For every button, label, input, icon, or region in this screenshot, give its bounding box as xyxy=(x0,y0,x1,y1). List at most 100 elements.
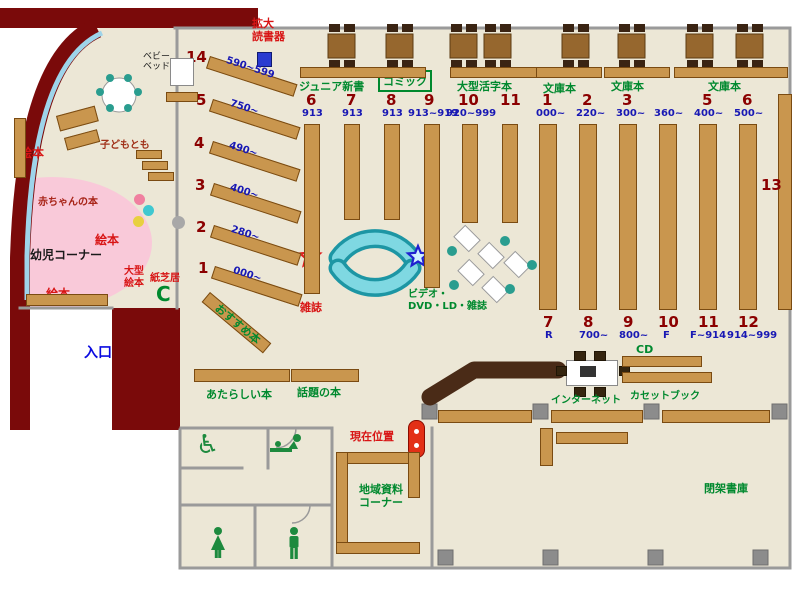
pouf xyxy=(172,216,185,229)
reading-table-group xyxy=(483,24,512,68)
women-restroom-icon xyxy=(211,527,225,558)
stack-code: R xyxy=(545,330,553,341)
display-step xyxy=(148,172,174,181)
bookshelf xyxy=(408,452,420,498)
bookshelf xyxy=(622,356,702,367)
chair xyxy=(574,387,586,397)
current-location-label: 現在位置 xyxy=(350,430,394,443)
bookshelf xyxy=(344,124,360,220)
chair xyxy=(594,387,606,397)
stack-code: 700~ xyxy=(579,330,609,341)
picture-books-label: 絵本 xyxy=(20,146,45,160)
stack-code: 913~919 xyxy=(408,108,459,119)
baby-changing-icon xyxy=(270,434,301,452)
reading-table-group xyxy=(685,24,714,68)
video-dvd-label: ビデオ・ DVD・LD・雑誌 xyxy=(408,289,488,312)
cd-label: CD xyxy=(636,343,654,356)
reading-table-group xyxy=(385,24,414,68)
stack-code: F~914 xyxy=(690,330,727,341)
section-label-large-print: 大型活字本 xyxy=(457,80,512,93)
stack-number: 5 xyxy=(702,91,713,109)
stack-code: 920~999 xyxy=(446,108,497,119)
topical-books-label: 話題の本 xyxy=(297,386,341,399)
stack-code: 800~ xyxy=(619,330,649,341)
internet-label: インターネット xyxy=(551,395,621,406)
kids-corner-label: 幼児コーナー xyxy=(30,248,103,262)
bookshelf xyxy=(14,118,26,178)
display-step xyxy=(142,161,168,170)
bookshelf xyxy=(619,124,637,310)
bookshelf xyxy=(300,67,426,78)
stack-number: 13 xyxy=(761,176,782,194)
baby-books-label: 赤ちゃんの本 xyxy=(38,197,98,208)
stack-code: 000~ xyxy=(536,108,566,119)
stack-code: 220~ xyxy=(576,108,606,119)
closed-stacks-label: 閉架書庫 xyxy=(704,482,748,495)
reading-table-group xyxy=(617,24,646,68)
new-books-label: あたらしい本 xyxy=(206,388,272,401)
bookshelf xyxy=(739,124,757,310)
bookshelf xyxy=(579,124,597,310)
bookshelf xyxy=(462,124,478,223)
stack-number: 9 xyxy=(623,313,634,331)
stack-code: 913 xyxy=(342,108,363,119)
chair-dot xyxy=(124,74,132,82)
stack-number: 4 xyxy=(194,134,205,152)
bookshelf xyxy=(424,124,440,288)
chair-dot xyxy=(106,74,114,82)
kamishibai-stand-mark: C xyxy=(156,282,171,306)
bookshelf xyxy=(304,124,320,294)
bookshelf xyxy=(659,124,677,310)
stack-number: 8 xyxy=(386,91,397,109)
bookshelf xyxy=(438,410,532,423)
bookshelf xyxy=(194,369,290,382)
reading-table-group xyxy=(327,24,356,68)
bookshelf xyxy=(604,67,670,78)
baby-bed-label: ベビー ベッド xyxy=(142,52,170,73)
computer-icon xyxy=(580,366,596,377)
chair xyxy=(574,351,586,361)
stack-number: 7 xyxy=(543,313,554,331)
bookshelf xyxy=(674,67,788,78)
stack-number: 9 xyxy=(424,91,435,109)
pouf xyxy=(134,194,145,205)
reading-table-group xyxy=(735,24,764,68)
section-label-bunko-2: 文庫本 xyxy=(611,80,644,93)
entrance-wall-block xyxy=(112,308,180,430)
reading-table-group xyxy=(561,24,590,68)
bookshelf xyxy=(384,124,400,220)
entrance-label: 入口 xyxy=(84,345,112,361)
bookshelf xyxy=(778,94,792,310)
kamishibai-label: 紙芝居 xyxy=(150,273,180,284)
bookshelf xyxy=(502,124,518,223)
stack-number: 2 xyxy=(582,91,593,109)
chair-dot xyxy=(500,236,510,246)
pillars xyxy=(421,403,788,566)
magazines-label: 雑誌 xyxy=(300,301,322,314)
magnifier-device-icon xyxy=(257,52,272,67)
picture-books-label: 絵本 xyxy=(95,233,120,247)
bench-arcs xyxy=(328,229,422,297)
chair-dot xyxy=(505,284,515,294)
stack-code: 913 xyxy=(382,108,403,119)
bookshelf xyxy=(556,432,628,444)
outer-wall-top xyxy=(0,8,258,28)
stack-number: 1 xyxy=(198,259,209,277)
stack-number: 10 xyxy=(458,91,479,109)
cassette-label: カセットブック xyxy=(630,391,700,402)
stack-number: 6 xyxy=(306,91,317,109)
section-label-junior-shinsho: ジュニア新書 xyxy=(299,80,365,93)
stack-number: 12 xyxy=(738,313,759,331)
bookshelf xyxy=(166,92,198,102)
bookshelf xyxy=(336,542,420,554)
bookshelf xyxy=(26,294,108,306)
display-step xyxy=(136,150,162,159)
glass-curve xyxy=(24,30,104,300)
stack-number: 11 xyxy=(698,313,719,331)
stack-number: 5 xyxy=(196,91,207,109)
section-label-bunko-3: 文庫本 xyxy=(708,80,741,93)
bookshelf xyxy=(699,124,717,310)
chair-dot xyxy=(134,88,142,96)
stack-number: 11 xyxy=(500,91,521,109)
